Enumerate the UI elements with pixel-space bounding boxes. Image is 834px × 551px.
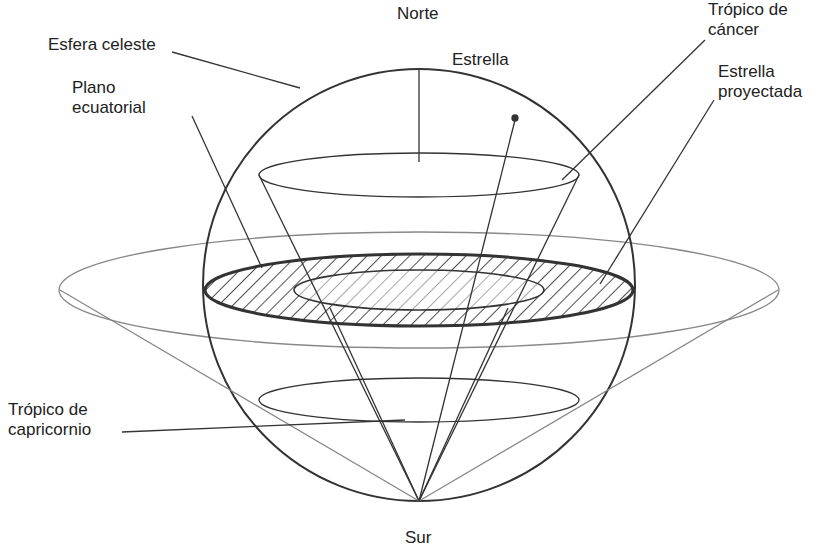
pole-label: Norte xyxy=(397,4,439,24)
star-label: Estrella xyxy=(452,50,509,70)
plane-label: Plano ecuatorial xyxy=(72,78,192,118)
sphere-label: Esfera celeste xyxy=(48,35,156,55)
tropic-label: Trópico de capricornio xyxy=(8,400,128,440)
tropic-label: Trópico de cáncer xyxy=(708,0,828,40)
projection-drawing xyxy=(59,40,779,501)
pole-label: Sur xyxy=(405,528,431,548)
projected-star-label: Estrella proyectada xyxy=(718,62,828,102)
